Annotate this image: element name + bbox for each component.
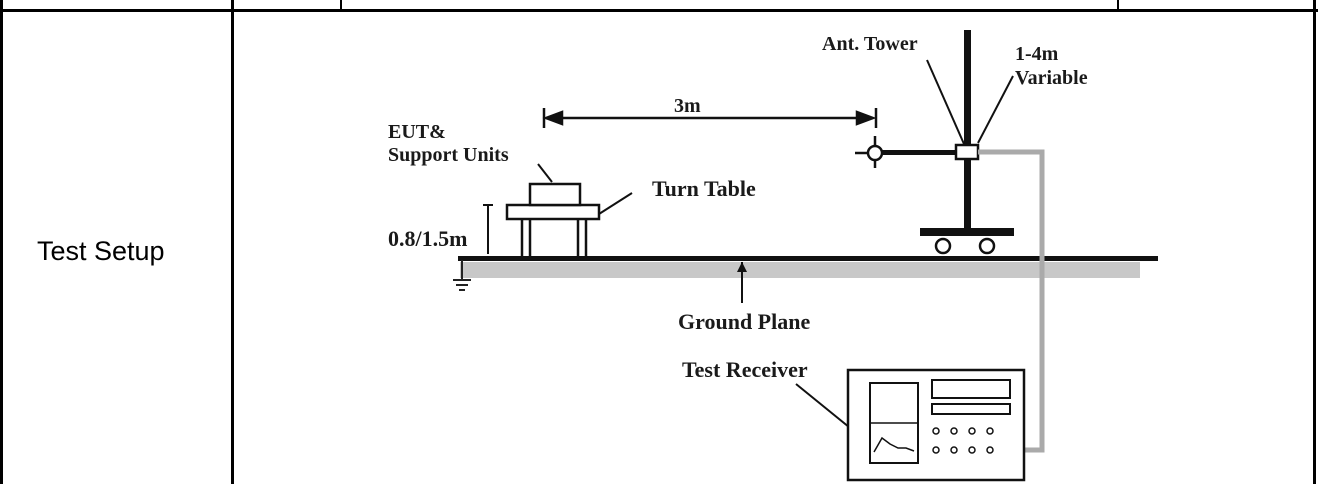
ground-line xyxy=(458,256,1158,261)
eut-label-line2: Support Units xyxy=(388,144,509,166)
test-receiver-label: Test Receiver xyxy=(682,357,808,382)
table-right-border xyxy=(1313,0,1316,484)
table-height-label: 0.8/1.5m xyxy=(388,226,467,251)
ground-plane-shade xyxy=(460,262,1140,278)
ground-symbol-icon xyxy=(453,260,471,291)
antenna-mount xyxy=(954,143,980,161)
antenna-boom xyxy=(881,150,969,155)
eut-pointer xyxy=(537,163,553,183)
test-setup-diagram: 0.8/1.5m Turn Table EUT& Support Units 3… xyxy=(388,30,1158,482)
distance-arrow xyxy=(542,108,878,128)
antenna-tower-mast xyxy=(964,30,971,230)
height-range-line1: 1-4m xyxy=(1015,43,1059,65)
row-top-border xyxy=(0,9,1318,12)
turn-table xyxy=(505,182,601,258)
height-range-line2: Variable xyxy=(1015,67,1088,89)
tower-wheels xyxy=(934,237,996,255)
row-label: Test Setup xyxy=(37,236,165,266)
table-left-border xyxy=(0,0,3,484)
prev-row-divider-2 xyxy=(1117,0,1119,10)
ground-plane-arrowhead xyxy=(737,262,747,272)
height-range-pointer xyxy=(977,75,1014,144)
ground-plane-label: Ground Plane xyxy=(678,309,810,334)
test-receiver-icon xyxy=(846,368,1026,482)
ant-tower-pointer xyxy=(926,59,965,145)
eut-label-line1: EUT& xyxy=(388,121,446,143)
column-divider xyxy=(231,0,234,484)
table-height-bracket xyxy=(483,204,493,254)
turn-table-label: Turn Table xyxy=(652,176,756,201)
distance-label: 3m xyxy=(674,95,701,117)
turn-table-pointer xyxy=(598,192,633,215)
prev-row-divider-1 xyxy=(340,0,342,10)
tower-base xyxy=(920,228,1014,236)
ant-tower-label: Ant. Tower xyxy=(822,33,918,55)
